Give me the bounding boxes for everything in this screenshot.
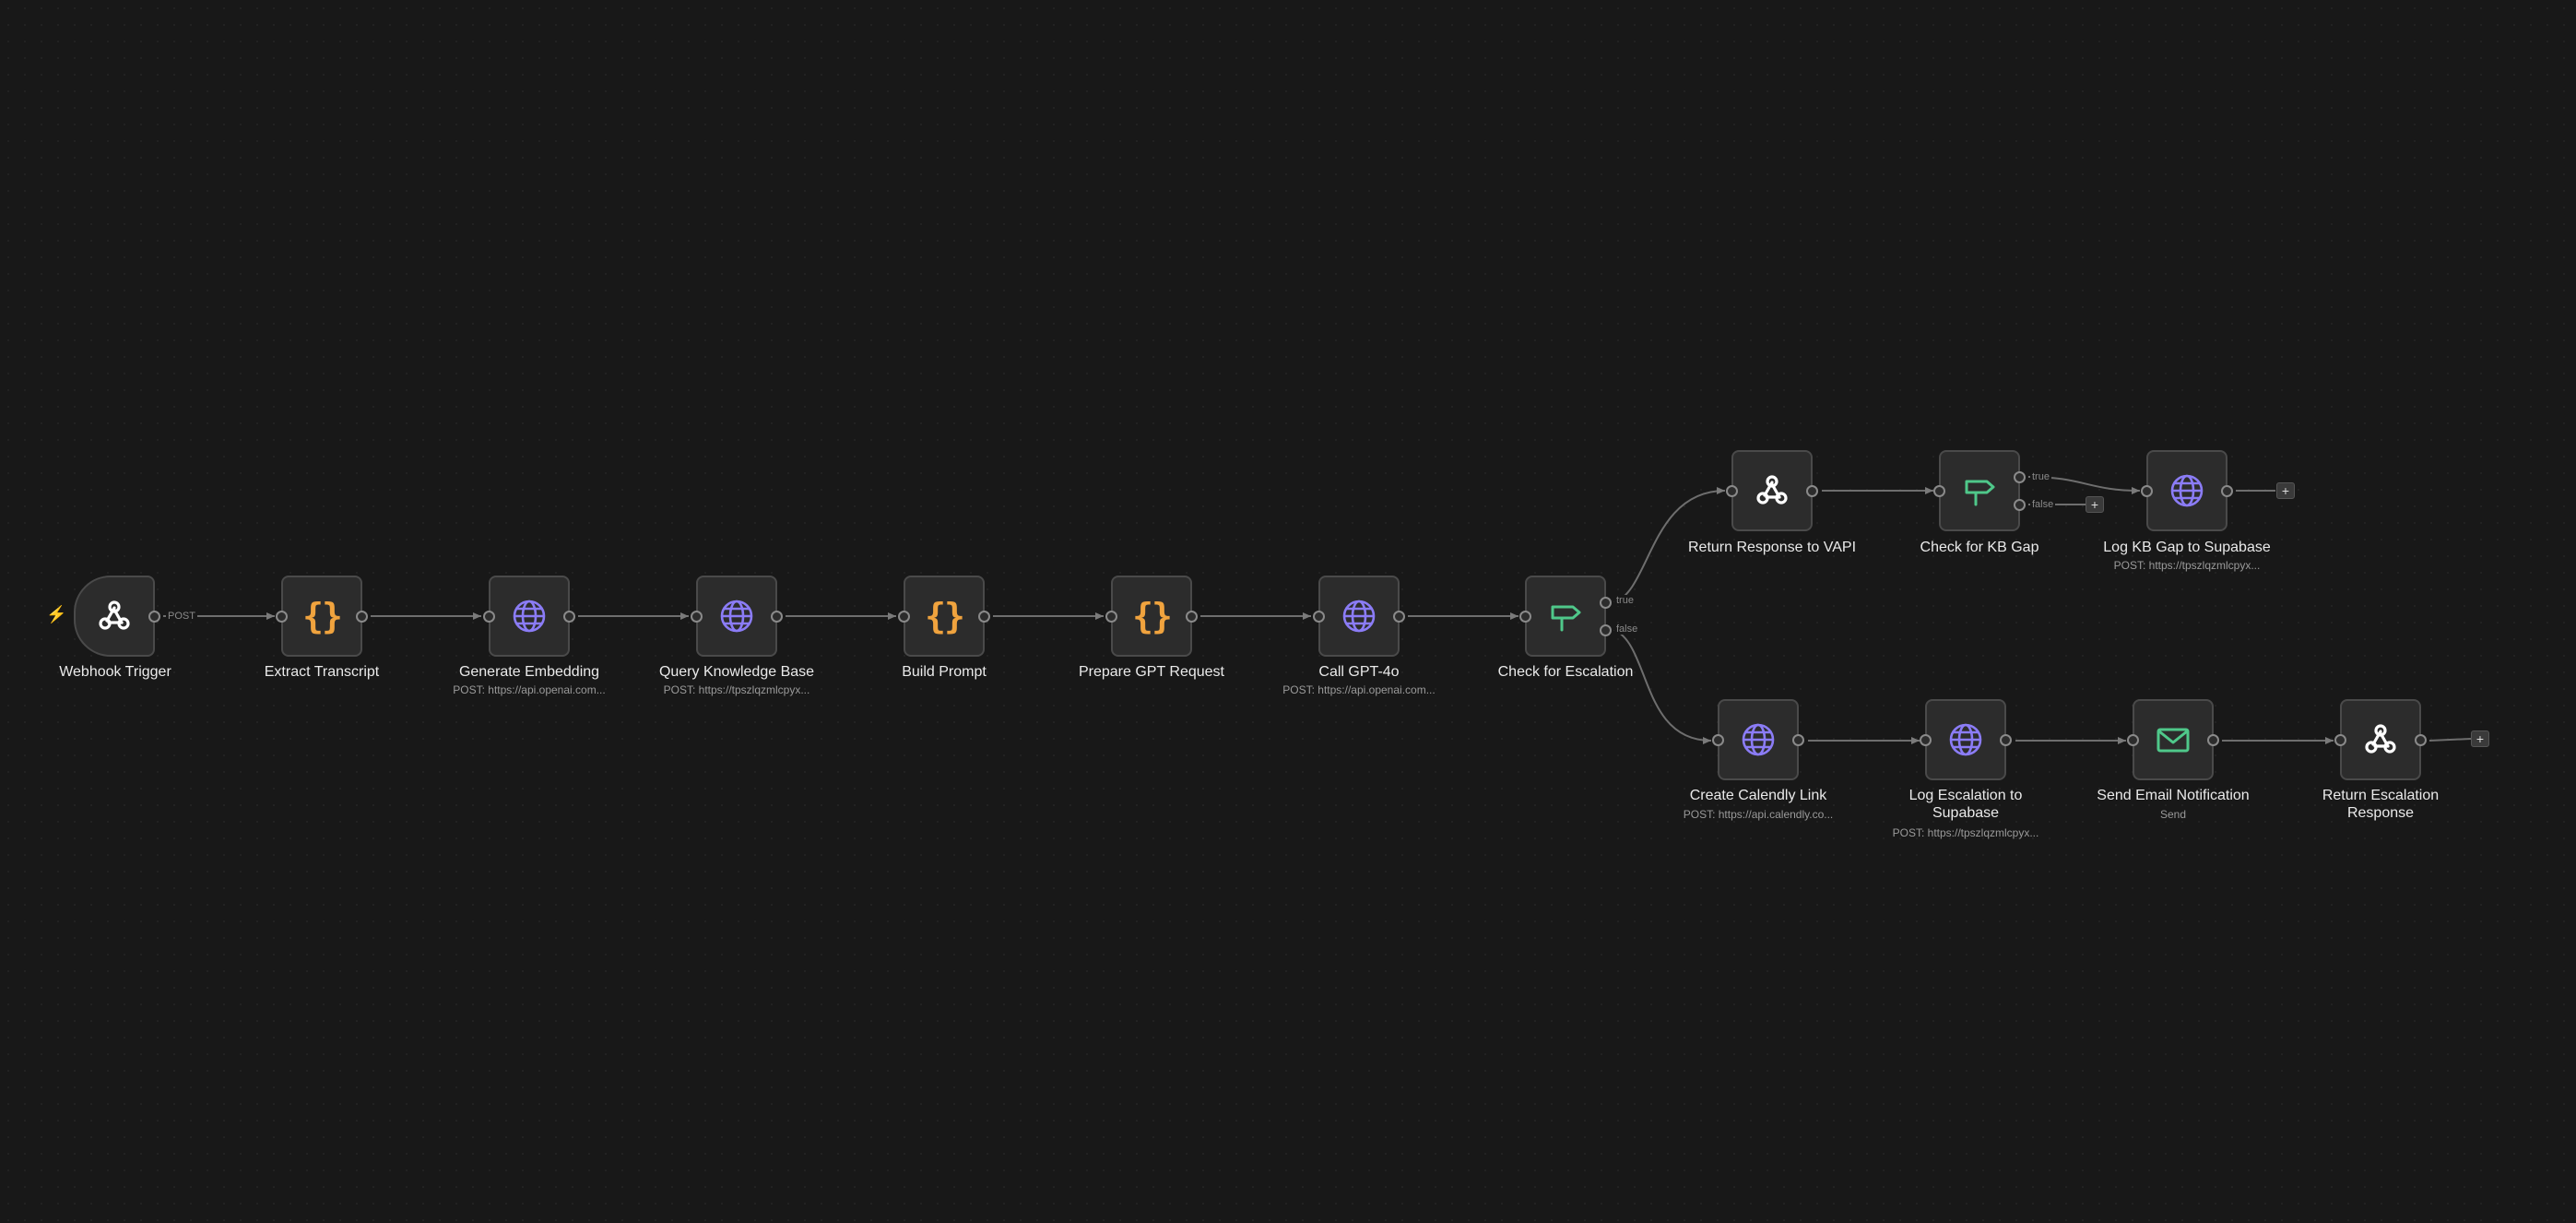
input-handle[interactable] bbox=[1712, 734, 1724, 746]
input-handle[interactable] bbox=[483, 611, 495, 623]
add-node-button-returnesc[interactable]: + bbox=[2471, 730, 2489, 747]
globe-icon bbox=[1738, 719, 1778, 760]
node-check-kb-gap[interactable] bbox=[1933, 450, 2026, 531]
output-handle[interactable] bbox=[148, 611, 160, 623]
signpost-icon bbox=[1959, 470, 2000, 511]
mail-icon bbox=[2153, 719, 2193, 760]
input-handle[interactable] bbox=[276, 611, 288, 623]
output-handle[interactable] bbox=[2221, 485, 2233, 497]
globe-icon bbox=[1945, 719, 1986, 760]
sublabel-create-calendly-link: POST: https://api.calendly.co... bbox=[1683, 808, 1834, 821]
webhook-icon bbox=[2360, 719, 2401, 760]
output-handle[interactable] bbox=[563, 611, 575, 623]
label-log-escalation-line1: Log Escalation to bbox=[1908, 788, 2023, 803]
input-handle[interactable] bbox=[2334, 734, 2346, 746]
edge-returnesc-out bbox=[2428, 738, 2472, 742]
input-handle[interactable] bbox=[898, 611, 910, 623]
sublabel-send-email: Send bbox=[2159, 808, 2187, 821]
edge-label-escalation-true: true bbox=[1614, 595, 1636, 606]
output-handle[interactable] bbox=[1792, 734, 1804, 746]
webhook-icon bbox=[94, 596, 135, 636]
node-query-knowledge-base[interactable] bbox=[691, 576, 783, 657]
sublabel-call-gpt4o: POST: https://api.openai.com... bbox=[1282, 683, 1436, 696]
input-handle[interactable] bbox=[2127, 734, 2139, 746]
node-call-gpt4o[interactable] bbox=[1313, 576, 1405, 657]
output-handle[interactable] bbox=[978, 611, 990, 623]
node-webhook-trigger[interactable] bbox=[74, 576, 160, 657]
label-call-gpt4o: Call GPT-4o bbox=[1318, 664, 1400, 680]
output-handle[interactable] bbox=[1186, 611, 1198, 623]
label-query-knowledge-base: Query Knowledge Base bbox=[658, 664, 815, 680]
code-braces-icon: {} bbox=[1132, 596, 1173, 636]
output-handle[interactable] bbox=[1393, 611, 1405, 623]
label-log-kb-gap: Log KB Gap to Supabase bbox=[2103, 540, 2271, 555]
node-create-calendly-link[interactable] bbox=[1712, 699, 1804, 780]
input-handle[interactable] bbox=[691, 611, 703, 623]
label-create-calendly-link: Create Calendly Link bbox=[1689, 788, 1827, 803]
edge-label-kbgap-false: false bbox=[2030, 499, 2056, 510]
output-handle[interactable] bbox=[356, 611, 368, 623]
output-handle[interactable] bbox=[2207, 734, 2219, 746]
node-return-response-vapi[interactable] bbox=[1726, 450, 1818, 531]
label-send-email: Send Email Notification bbox=[2097, 788, 2250, 803]
output-handle-true[interactable] bbox=[2014, 471, 2026, 483]
label-build-prompt: Build Prompt bbox=[902, 664, 987, 680]
label-return-response-vapi: Return Response to VAPI bbox=[1687, 540, 1857, 555]
globe-icon bbox=[509, 596, 549, 636]
sublabel-query-knowledge-base: POST: https://tpszlqzmlcpyx... bbox=[663, 683, 810, 696]
sublabel-generate-embedding: POST: https://api.openai.com... bbox=[453, 683, 606, 696]
code-braces-icon: {} bbox=[925, 596, 965, 636]
output-handle-false[interactable] bbox=[2014, 499, 2026, 511]
label-webhook-trigger: Webhook Trigger bbox=[59, 664, 171, 680]
edge-label-escalation-false: false bbox=[1614, 623, 1640, 635]
edge-label-kbgap-true: true bbox=[2030, 471, 2051, 482]
node-return-escalation[interactable] bbox=[2334, 699, 2427, 780]
label-return-escalation-line1: Return Escalation bbox=[2322, 788, 2440, 803]
input-handle[interactable] bbox=[2141, 485, 2153, 497]
input-handle[interactable] bbox=[1313, 611, 1325, 623]
input-handle[interactable] bbox=[1105, 611, 1117, 623]
input-handle[interactable] bbox=[1920, 734, 1932, 746]
node-generate-embedding[interactable] bbox=[483, 576, 575, 657]
output-handle[interactable] bbox=[771, 611, 783, 623]
signpost-icon bbox=[1545, 596, 1586, 636]
code-braces-icon: {} bbox=[302, 596, 343, 636]
output-handle-true[interactable] bbox=[1600, 597, 1612, 609]
edge-label-post: POST bbox=[166, 611, 197, 622]
node-send-email[interactable] bbox=[2127, 699, 2219, 780]
output-handle[interactable] bbox=[2000, 734, 2012, 746]
node-build-prompt[interactable]: {} bbox=[898, 576, 990, 657]
globe-icon bbox=[716, 596, 757, 636]
node-log-escalation[interactable] bbox=[1920, 699, 2012, 780]
output-handle[interactable] bbox=[2415, 734, 2427, 746]
node-extract-transcript[interactable]: {} bbox=[276, 576, 368, 657]
label-prepare-gpt-request: Prepare GPT Request bbox=[1078, 664, 1224, 680]
label-generate-embedding: Generate Embedding bbox=[458, 664, 600, 680]
add-node-button-loggap[interactable]: + bbox=[2276, 482, 2295, 499]
node-check-for-escalation[interactable] bbox=[1519, 576, 1612, 657]
label-log-escalation-line2: Supabase bbox=[1932, 805, 2000, 821]
label-extract-transcript: Extract Transcript bbox=[264, 664, 380, 680]
trigger-bolt-icon: ⚡ bbox=[46, 605, 67, 623]
output-handle[interactable] bbox=[1806, 485, 1818, 497]
sublabel-log-escalation: POST: https://tpszlqzmlcpyx... bbox=[1892, 826, 2039, 839]
input-handle[interactable] bbox=[1933, 485, 1945, 497]
label-return-escalation-line2: Response bbox=[2346, 805, 2415, 821]
sublabel-log-kb-gap: POST: https://tpszlqzmlcpyx... bbox=[2113, 559, 2261, 572]
input-handle[interactable] bbox=[1726, 485, 1738, 497]
label-check-kb-gap: Check for KB Gap bbox=[1920, 540, 2039, 555]
globe-icon bbox=[1339, 596, 1379, 636]
add-node-button-kbgap-false[interactable]: + bbox=[2086, 496, 2104, 513]
node-log-kb-gap[interactable] bbox=[2141, 450, 2233, 531]
edge-escalation-false bbox=[1613, 629, 1712, 744]
output-handle-false[interactable] bbox=[1600, 624, 1612, 636]
node-prepare-gpt-request[interactable]: {} bbox=[1105, 576, 1198, 657]
webhook-icon bbox=[1752, 470, 1792, 511]
input-handle[interactable] bbox=[1519, 611, 1531, 623]
label-check-for-escalation: Check for Escalation bbox=[1497, 664, 1634, 680]
globe-icon bbox=[2167, 470, 2207, 511]
